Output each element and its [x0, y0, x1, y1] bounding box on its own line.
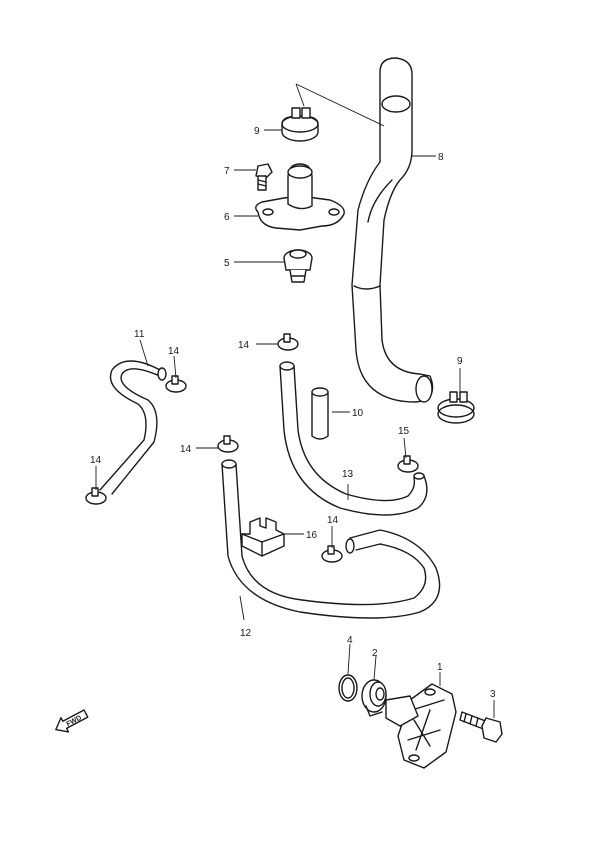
- bolt-7: [255, 163, 273, 191]
- callout-14-center: 14: [327, 515, 339, 526]
- clamp-14-left-lower: [85, 487, 107, 505]
- callout-9-right: 9: [457, 356, 463, 367]
- thermostat-5: [283, 249, 313, 283]
- hose-13: [279, 361, 428, 516]
- clamp-14-mid-upper: [277, 333, 299, 351]
- clamp-9-top: [281, 107, 319, 142]
- hose-8: [351, 57, 434, 403]
- clamp-14-left-upper: [165, 375, 187, 393]
- callout-14-mid-lower: 14: [180, 444, 192, 455]
- callout-labels: 1 2 3 4 5 6 7 8 9 9 10 11 12 13 14 14 14…: [90, 126, 496, 700]
- callout-14-left-upper: 14: [168, 346, 180, 357]
- callout-15: 15: [398, 426, 410, 437]
- callout-16: 16: [306, 530, 318, 541]
- bolt-3: [459, 711, 503, 743]
- o-ring-4: [338, 674, 358, 702]
- hose-12: [221, 459, 441, 619]
- clamp-14-mid-lower: [217, 435, 239, 453]
- callout-14-left-lower: 14: [90, 455, 102, 466]
- seal-2: [361, 679, 387, 717]
- callout-11: 11: [134, 329, 145, 340]
- callout-13: 13: [342, 469, 354, 480]
- fwd-label: FWD: [66, 715, 83, 729]
- hose-11: [99, 360, 167, 495]
- callout-12: 12: [240, 628, 252, 639]
- valve-housing-1: [385, 683, 457, 769]
- callout-3: 3: [490, 689, 496, 700]
- callout-6: 6: [224, 212, 230, 223]
- callout-2: 2: [372, 648, 378, 659]
- callout-9-top: 9: [254, 126, 260, 137]
- clamp-9-right: [437, 391, 475, 424]
- leader-lines: [95, 83, 495, 718]
- callout-5: 5: [224, 258, 230, 269]
- callout-4: 4: [347, 635, 353, 646]
- hose-10: [311, 387, 329, 440]
- callout-10: 10: [352, 408, 364, 419]
- thermostat-cover-6: [255, 163, 345, 231]
- clamp-14-center: [321, 545, 343, 563]
- clamp-15: [397, 455, 419, 473]
- clip-16: [241, 517, 285, 557]
- callout-14-mid-upper: 14: [238, 340, 250, 351]
- fwd-arrow: FWD: [55, 709, 89, 733]
- callout-7: 7: [224, 166, 230, 177]
- callout-1: 1: [437, 662, 443, 673]
- callout-8: 8: [438, 152, 444, 163]
